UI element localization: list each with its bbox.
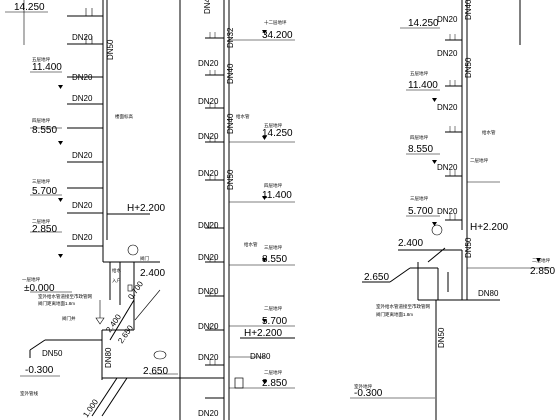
mid-dn32: DN32 — [226, 27, 235, 48]
dn20-6: DN20 — [72, 73, 93, 82]
floor-name-2: 二层地坪 — [32, 218, 50, 225]
right-dn20-2: DN20 — [437, 103, 458, 112]
right-dn40: DN40 — [464, 0, 473, 20]
mid-floor-12: 十二层地坪 — [264, 19, 287, 26]
small-label-4: 室外管线 — [20, 390, 38, 397]
elev-neg300: -0.300 — [25, 365, 54, 376]
dn80-riser: DN80 — [104, 347, 113, 368]
right-riser-system: DN40 DN50 DN50 DN50 DN80 DN20 DN20 DN20 … — [350, 0, 555, 420]
mid-floor-2: 二层地坪 — [264, 305, 282, 312]
elev-5700: 5.700 — [32, 186, 57, 197]
mid-dn20-9: DN20 — [198, 353, 219, 362]
right-dn80: DN80 — [478, 289, 499, 298]
elev-h2200: H+2.200 — [127, 203, 166, 214]
right-floor-2: 二层地坪 — [470, 157, 488, 164]
mid-elev-2850: 2.850 — [262, 378, 287, 389]
mid-elev-5700: 5.700 — [262, 316, 287, 327]
mid-dn20-6: DN20 — [198, 253, 219, 262]
mid-dn40-top: DN40 — [203, 0, 212, 14]
elev-2650: 2.650 — [143, 366, 168, 377]
mid-dn50: DN50 — [226, 169, 235, 190]
right-elev-8550: 8.550 — [408, 144, 433, 155]
right-floor-3: 三层地坪 — [410, 195, 428, 202]
mid-floor-5: 五层地坪 — [264, 122, 282, 129]
right-note-meter-1: 室外给水管道接至市政管网 — [376, 303, 430, 310]
right-note-meter-2: 阀门距离地面1.8m — [376, 311, 413, 318]
right-floor-5: 五层地坪 — [410, 70, 428, 77]
elev-8550: 8.550 — [32, 125, 57, 136]
mid-floor-2b: 二层地坪 — [264, 369, 282, 376]
floor-name-3: 三层地坪 — [32, 178, 50, 185]
slope-0700: 0.700 — [126, 279, 145, 301]
mid-dn20-5: DN20 — [198, 221, 219, 230]
mid-dn20-7: DN20 — [198, 287, 219, 296]
elev-14250: 14.250 — [14, 2, 45, 13]
right-floor-2b: 二层地坪 — [532, 257, 550, 264]
mid-note-pipe-1: 给水管 — [244, 241, 258, 248]
mid-elev-h2200: H+2.200 — [244, 328, 283, 339]
right-elev-2850: 2.850 — [530, 266, 555, 277]
right-floor-4: 四层地坪 — [410, 134, 428, 141]
right-elev-5700: 5.700 — [408, 206, 433, 217]
floor-name-4: 四层地坪 — [32, 117, 50, 124]
mid-floor-3: 三层地坪 — [264, 244, 282, 251]
mid-dn20-4: DN20 — [198, 169, 219, 178]
dn20-3: DN20 — [72, 151, 93, 160]
dn20-1: DN20 — [72, 33, 93, 42]
left-branch-1 — [67, 8, 103, 247]
right-elev-11400: 11.400 — [408, 80, 438, 91]
mid-dn40b: DN40 — [226, 63, 235, 84]
right-dn20-4: DN20 — [437, 207, 458, 216]
floor-name-5: 五层地坪 — [32, 56, 50, 63]
right-elev-2650: 2.650 — [364, 272, 389, 283]
mid-floor-4: 四层地坪 — [264, 182, 282, 189]
mid-dn20-1: DN20 — [198, 59, 219, 68]
floor-name-1: 一层地坪 — [22, 276, 40, 283]
right-note-pipe: 给水管 — [482, 129, 496, 136]
small-label-3: 入户 — [112, 277, 121, 284]
mid-dn80: DN80 — [250, 352, 271, 361]
mid-elev-8550: 8.550 — [262, 254, 287, 265]
right-elev-neg300: -0.300 — [354, 388, 383, 399]
middle-riser-system: DN40 DN32 DN50 DN40 DN40 DN20 DN20 DN20 … — [110, 0, 295, 420]
elev-2400: 2.400 — [140, 268, 165, 279]
right-dn20-1: DN20 — [437, 49, 458, 58]
right-dn50-2: DN50 — [464, 237, 473, 258]
mid-elev-11400: 11.400 — [262, 190, 292, 201]
note-valve: 阀门井 — [62, 315, 76, 322]
dn20-2: DN20 — [72, 94, 93, 103]
mid-elev-14250: 14.250 — [262, 128, 293, 139]
dn50-riser: DN50 — [106, 39, 115, 60]
right-elev-h2200: H+2.200 — [470, 222, 509, 233]
left-riser-system: 14.250 11.400 8.550 5.700 2.850 ±0.000 五… — [5, 0, 180, 419]
dn50-bottom: DN50 — [42, 349, 63, 358]
dn20-5: DN20 — [72, 233, 93, 242]
mid-dn20-2: DN20 — [198, 97, 219, 106]
right-elev-14250: 14.250 — [408, 18, 439, 29]
slope-2650: 2.650 — [116, 323, 135, 345]
mid-elev-34200: 34.200 — [262, 30, 293, 41]
note-meter-2: 阀门距离地面1.8m — [38, 300, 75, 307]
right-floor-outdoor: 室外地坪 — [354, 383, 372, 390]
mid-dn20-8: DN20 — [198, 322, 219, 331]
elev-0000: ±0.000 — [24, 283, 55, 294]
right-dn20-5: DN20 — [437, 15, 458, 24]
note-meter-1: 室外给水管道接至市政管网 — [38, 293, 92, 300]
right-elev-2400: 2.400 — [398, 238, 423, 249]
right-dn50-bottom: DN50 — [437, 327, 446, 348]
small-label-2: 给水 — [112, 267, 121, 274]
right-dn50-1: DN50 — [464, 57, 473, 78]
small-label-1: 阀门 — [140, 255, 149, 262]
mid-dn20-3: DN20 — [198, 132, 219, 141]
right-dn20-3: DN20 — [437, 163, 458, 172]
mid-dn40: DN40 — [226, 113, 235, 134]
mid-dn20-10: DN20 — [198, 409, 219, 418]
elev-11400: 11.400 — [32, 62, 62, 73]
dn20-4: DN20 — [72, 201, 93, 210]
elev-2850: 2.850 — [32, 224, 57, 235]
mid-note-pipe-2: 给水管 — [236, 113, 250, 120]
note-top: 楼面标高 — [115, 113, 133, 120]
